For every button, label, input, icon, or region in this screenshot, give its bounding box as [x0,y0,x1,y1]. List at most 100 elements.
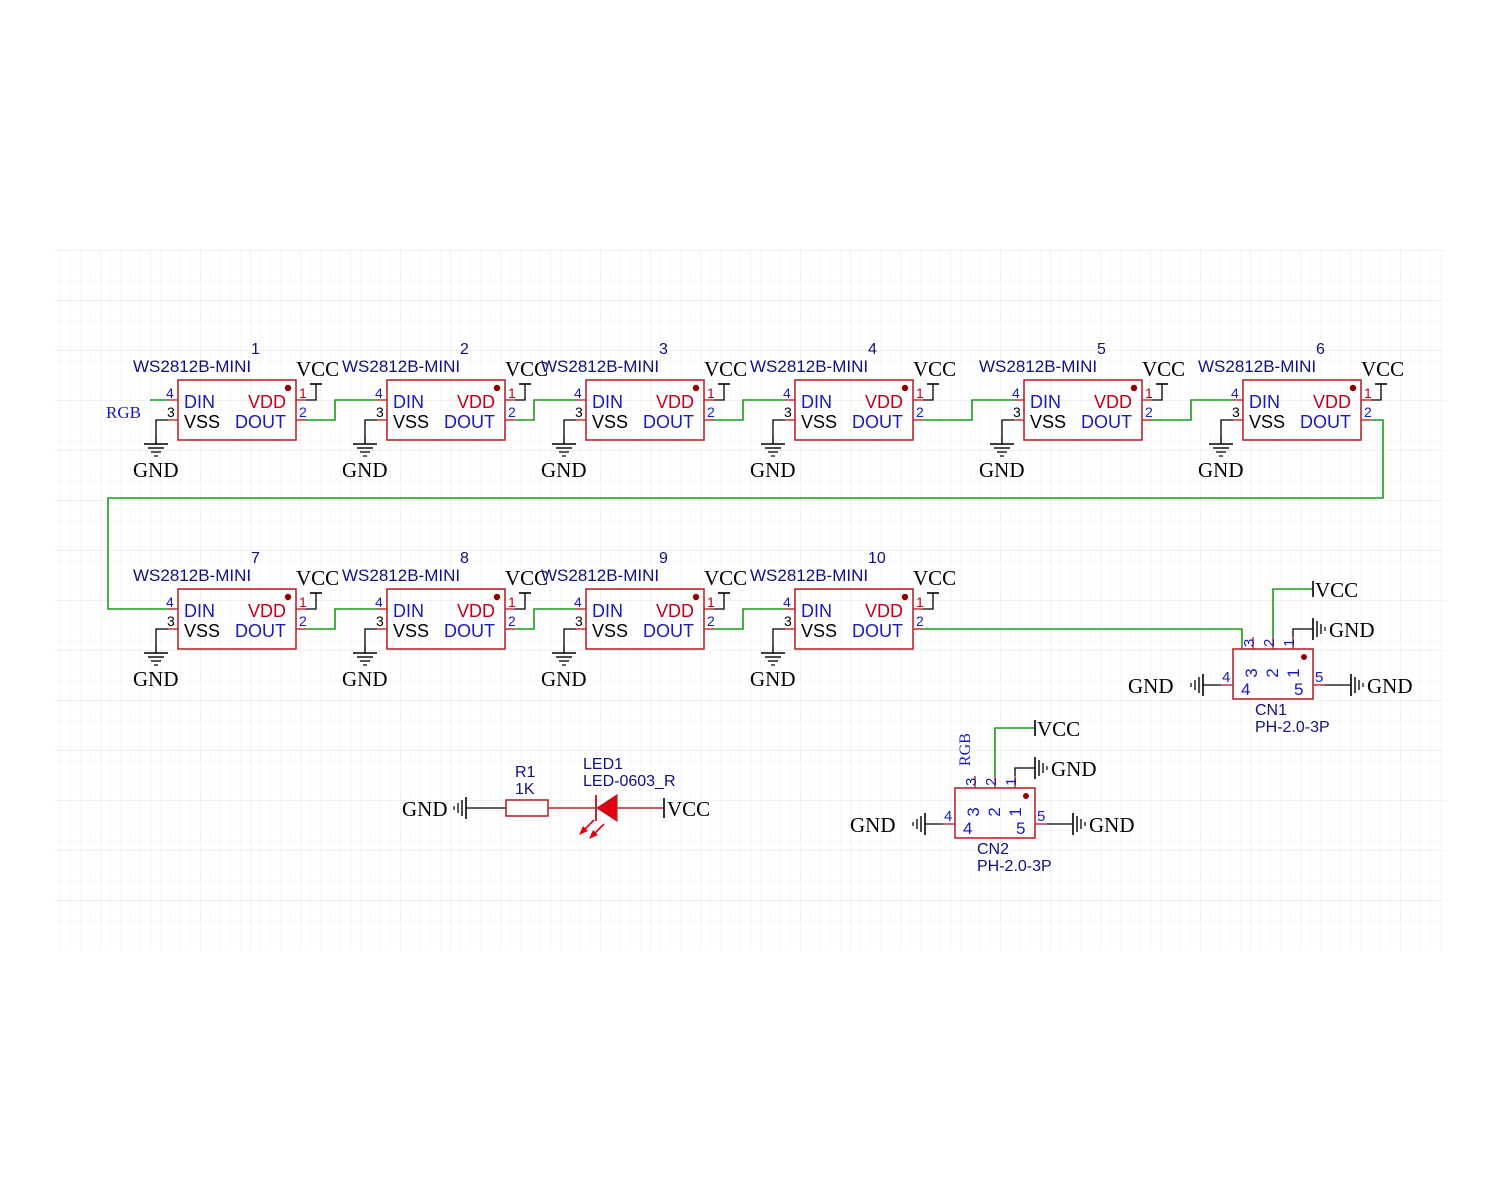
pin-label-vss: VSS [592,621,628,641]
pin-number: 1 [1003,778,1020,786]
pin-number: 3 [963,778,980,786]
pin-label-dout: DOUT [1300,412,1351,432]
pin-number: 3 [1013,404,1021,420]
pin-number: 4 [1241,680,1250,699]
pin1-marker [493,384,501,392]
pin-label-din: DIN [184,392,215,412]
resistor-value: 1K [515,781,535,798]
pin-label-dout: DOUT [444,621,495,641]
wire-dout-din [306,399,377,421]
led-part-label: WS2812B-MINI [750,566,868,585]
wire-to-cn1 [923,628,1243,649]
pin-label-din: DIN [592,392,623,412]
pin-number: 2 [916,404,924,420]
pin-label-din: DIN [592,601,623,621]
pin-number: 2 [508,404,516,420]
pin-number: 2 [1263,668,1282,677]
pin1-marker [284,384,292,392]
net-label-vcc: VCC [913,566,956,590]
pin-number: 3 [376,613,384,629]
net-label-vcc: VCC [1361,357,1404,381]
net-label-vcc: VCC [1142,357,1185,381]
pin-number: 1 [299,594,307,610]
pin-number: 1 [508,594,516,610]
net-label-gnd: GND [1089,813,1135,837]
net-label-gnd: GND [1051,757,1097,781]
pin-number: 2 [299,404,307,420]
led-body [585,588,705,650]
pin-label-vdd: VDD [248,601,286,621]
net-label-vcc: VCC [1315,578,1358,602]
net-label-vcc: VCC [505,357,548,381]
pin-number: 1 [1364,385,1372,401]
pin-label-vdd: VDD [865,392,903,412]
led-index-label: 6 [1316,341,1325,358]
led-body [386,588,506,650]
net-label-gnd: GND [979,458,1025,482]
pin-number: 3 [575,404,583,420]
pin-label-vdd: VDD [457,392,495,412]
pin1-marker [1130,384,1138,392]
led-index-label: 4 [868,341,877,358]
pin-label-din: DIN [1249,392,1280,412]
net-label-vcc: VCC [704,357,747,381]
net-label-rgb: RGB [957,733,974,766]
pin1-marker [1023,793,1029,799]
led-index-label: 1 [251,341,260,358]
pin-number: 1 [1145,385,1153,401]
pin-number: 3 [784,404,792,420]
led-body [585,379,705,441]
pin-number: 2 [1261,639,1278,647]
net-label-gnd: GND [850,813,896,837]
led-index-label: 8 [460,550,469,567]
pin-number: 1 [707,594,715,610]
pin-number: 5 [1294,680,1303,699]
pin-label-din: DIN [1030,392,1061,412]
pin-label-din: DIN [393,601,424,621]
led-part-label: WS2812B-MINI [133,566,251,585]
pin-label-dout: DOUT [235,412,286,432]
pin-label-vss: VSS [184,621,220,641]
net-label-vcc: VCC [505,566,548,590]
pin-number: 3 [167,404,175,420]
pin-number: 4 [963,819,972,838]
net-label-vcc: VCC [296,357,339,381]
pin-label-dout: DOUT [643,621,694,641]
pin-number: 4 [574,594,582,610]
pin-number: 1 [916,594,924,610]
pin-label-vdd: VDD [865,601,903,621]
pin-label-dout: DOUT [852,621,903,641]
wire-dout-din [714,399,785,421]
connector-designator: CN2 [977,841,1009,858]
pin-number: 4 [944,808,952,825]
pin-label-din: DIN [801,601,832,621]
pin-label-vss: VSS [393,412,429,432]
led-body [794,588,914,650]
pin-number: 3 [1242,668,1261,677]
pin-label-vdd: VDD [656,392,694,412]
led-part-label: WS2812B-MINI [541,566,659,585]
led-body [1023,379,1143,441]
wire-dout-din [714,608,785,630]
net-label-gnd: GND [133,458,179,482]
pin-label-din: DIN [801,392,832,412]
pin1-marker [901,593,909,601]
pin-label-vss: VSS [393,621,429,641]
pin-label-dout: DOUT [643,412,694,432]
pin-number: 4 [783,385,791,401]
wire-dout-din [923,399,1014,421]
pin-number: 3 [1232,404,1240,420]
pin-number: 3 [784,613,792,629]
led-part-label: WS2812B-MINI [1198,357,1316,376]
net-label-gnd: GND [750,667,796,691]
